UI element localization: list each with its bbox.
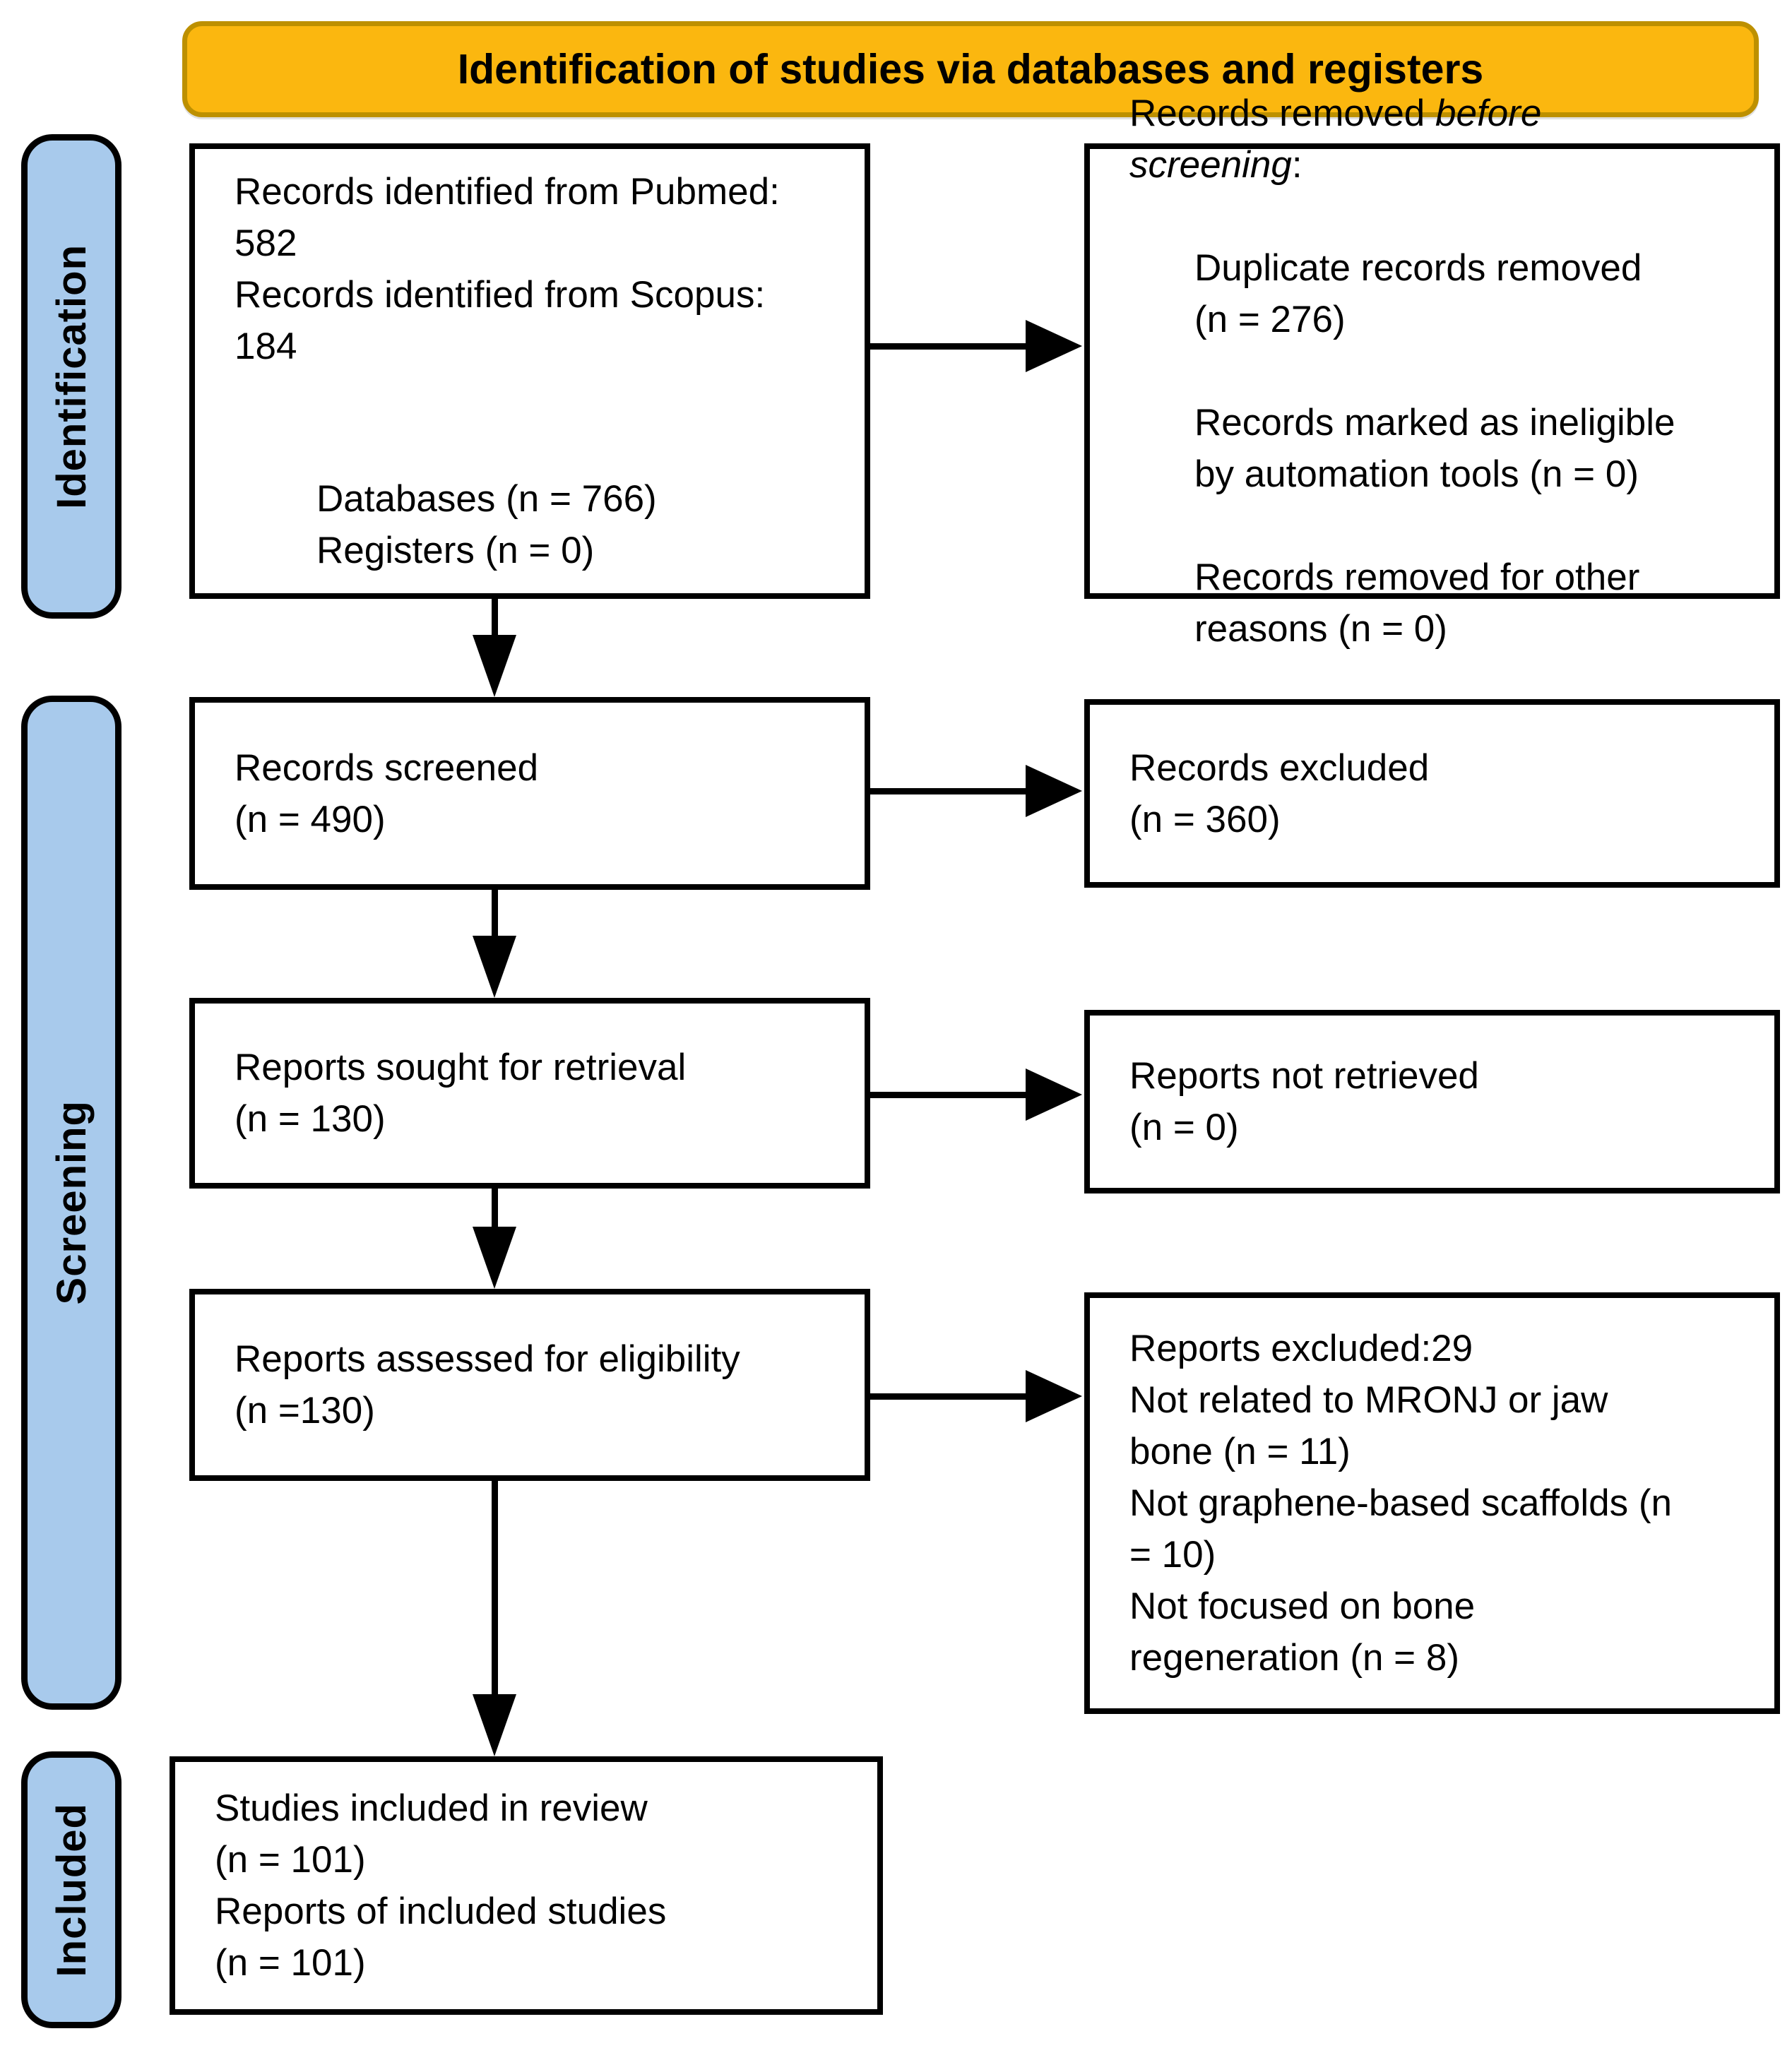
arrow-head-sought-to-not-retrieved xyxy=(1026,1068,1082,1121)
records-identified-main: Records identified from Pubmed: 582 Reco… xyxy=(235,171,780,367)
stage-bar-identification: Identification xyxy=(21,134,121,619)
arrow-head-identified-to-removed xyxy=(1026,320,1082,372)
box-records-identified-content: Records identified from Pubmed: 582 Reco… xyxy=(195,105,865,638)
records-removed-lead-italic: before screening xyxy=(1129,93,1542,186)
arrow-line-screened-to-excluded xyxy=(870,788,1030,794)
box-reports-sought-content: Reports sought for retrieval (n = 130) xyxy=(235,1047,687,1140)
arrow-head-assessed-to-included xyxy=(473,1694,516,1756)
arrow-head-screened-to-excluded xyxy=(1026,765,1082,817)
box-reports-not-retrieved: Reports not retrieved (n = 0) xyxy=(1084,1010,1780,1193)
box-records-removed: Records removed before screening: Duplic… xyxy=(1084,93,1780,650)
box-records-excluded-content: Records excluded (n = 360) xyxy=(1129,746,1430,840)
stage-bar-included-label: Included xyxy=(48,1802,95,1977)
box-studies-included: Studies included in review (n = 101) Rep… xyxy=(170,1756,883,2015)
box-reports-sought: Reports sought for retrieval (n = 130) xyxy=(189,998,870,1189)
box-reports-assessed: Reports assessed for eligibility (n =130… xyxy=(189,1289,870,1481)
arrow-head-sought-to-assessed xyxy=(473,1227,516,1289)
box-records-removed-content: Records removed before screening: Duplic… xyxy=(1090,26,1774,716)
box-reports-assessed-content: Reports assessed for eligibility (n =130… xyxy=(235,1338,740,1431)
stage-bar-identification-label: Identification xyxy=(48,244,95,509)
arrow-line-assessed-to-excluded-reasons xyxy=(870,1393,1030,1400)
arrow-head-identified-to-screened xyxy=(473,635,516,697)
box-studies-included-content: Studies included in review (n = 101) Rep… xyxy=(215,1787,667,1984)
arrow-line-identified-to-removed xyxy=(870,343,1030,350)
title-banner-label: Identification of studies via databases … xyxy=(457,46,1484,93)
arrow-head-screened-to-sought xyxy=(473,936,516,998)
records-removed-item: Records marked as ineligible by automati… xyxy=(1194,402,1675,495)
records-identified-sub: Databases (n = 766) Registers (n = 0) xyxy=(316,478,657,571)
records-removed-item: Records removed for other reasons (n = 0… xyxy=(1194,556,1640,650)
box-records-excluded: Records excluded (n = 360) xyxy=(1084,699,1780,888)
box-records-screened-content: Records screened (n = 490) xyxy=(235,746,539,840)
arrow-head-assessed-to-excluded-reasons xyxy=(1026,1370,1082,1422)
records-removed-item: Duplicate records removed (n = 276) xyxy=(1194,247,1642,340)
box-reports-not-retrieved-content: Reports not retrieved (n = 0) xyxy=(1129,1055,1479,1148)
stage-bar-screening: Screening xyxy=(21,696,121,1710)
box-reports-excluded-reasons-content: Reports excluded:29 Not related to MRONJ… xyxy=(1129,1328,1673,1679)
box-records-screened: Records screened (n = 490) xyxy=(189,697,870,890)
records-removed-lead-colon: : xyxy=(1291,144,1303,186)
records-removed-lead: Records removed xyxy=(1129,93,1436,134)
arrow-line-sought-to-assessed xyxy=(492,1189,498,1232)
box-reports-excluded-reasons: Reports excluded:29 Not related to MRONJ… xyxy=(1084,1292,1780,1714)
stage-bar-screening-label: Screening xyxy=(48,1100,95,1305)
stage-bar-included: Included xyxy=(21,1751,121,2028)
arrow-line-sought-to-not-retrieved xyxy=(870,1092,1030,1098)
arrow-line-screened-to-sought xyxy=(492,890,498,941)
title-banner: Identification of studies via databases … xyxy=(182,21,1759,117)
box-records-identified: Records identified from Pubmed: 582 Reco… xyxy=(189,143,870,599)
records-removed-intro: Records removed before screening: xyxy=(1129,88,1753,191)
arrow-line-identified-to-screened xyxy=(492,599,498,640)
arrow-line-assessed-to-included xyxy=(492,1481,498,1701)
